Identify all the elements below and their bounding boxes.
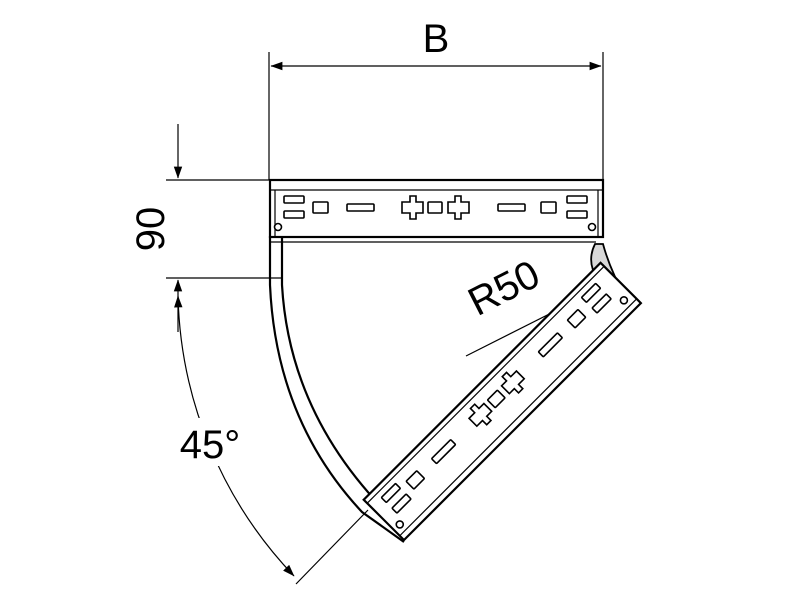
rail-slot bbox=[283, 210, 305, 219]
rail-hole bbox=[273, 222, 283, 232]
rail-hole bbox=[395, 520, 405, 529]
rail-slot bbox=[487, 389, 506, 409]
angle-label: 45° bbox=[180, 423, 241, 467]
angle-label-mask bbox=[166, 418, 256, 466]
rail-slot bbox=[497, 203, 526, 212]
rail-slot bbox=[540, 201, 557, 214]
radius-label: R50 bbox=[461, 252, 546, 325]
width-label: B bbox=[423, 17, 450, 61]
rail-hole bbox=[619, 295, 629, 305]
rail-slot bbox=[427, 201, 443, 214]
width-dimension: B bbox=[268, 17, 604, 180]
top-side-rail bbox=[268, 178, 605, 243]
rail-cross-slot bbox=[467, 402, 493, 428]
rail-slot bbox=[537, 332, 563, 358]
rail-slot bbox=[566, 195, 588, 204]
rail-cross-slot bbox=[447, 195, 470, 220]
diagonal-side-rail bbox=[362, 261, 643, 542]
rail-slot bbox=[431, 439, 457, 465]
rail-slot bbox=[581, 282, 601, 303]
rail-slot bbox=[566, 309, 587, 329]
rail-slot bbox=[405, 470, 425, 490]
rail-slot bbox=[380, 483, 401, 503]
rail-slot bbox=[391, 493, 412, 514]
angle-extension-line bbox=[295, 509, 369, 585]
diagonal-rail-lip bbox=[399, 298, 638, 537]
outer-bend-edge bbox=[268, 236, 405, 543]
rail-slot bbox=[283, 195, 305, 204]
height-label: 90 bbox=[129, 207, 173, 252]
rail-slot bbox=[566, 210, 588, 219]
rail-cross-slot bbox=[401, 195, 424, 220]
rail-hole bbox=[587, 222, 597, 232]
diagonal-rail-inner-edge bbox=[366, 265, 605, 504]
angle-dimension: 45° bbox=[166, 295, 369, 585]
height-dimension: 90 bbox=[129, 124, 282, 332]
rail-cross-slot bbox=[500, 369, 526, 395]
rail-slot bbox=[312, 201, 329, 214]
rail-slot bbox=[346, 203, 375, 212]
rail-slot bbox=[591, 293, 612, 314]
